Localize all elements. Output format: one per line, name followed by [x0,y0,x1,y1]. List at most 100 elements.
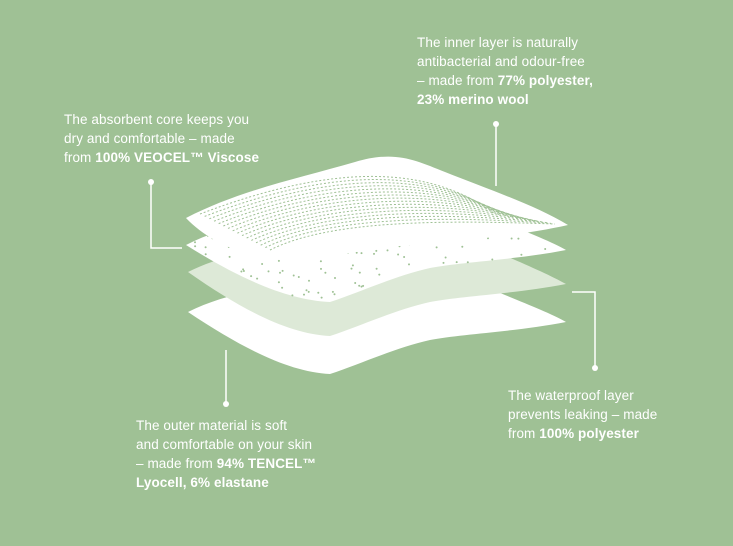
inner-callout-line-3: – made from 77% polyester, [417,71,593,90]
inner-leader-dot [493,121,499,127]
inner-layer-callout: The inner layer is naturally antibacteri… [417,33,593,109]
inner-weave-line [213,185,508,222]
outer-callout-line-1: The outer material is soft [136,418,288,433]
core-dot [510,237,513,240]
core-callout-bold: 100% VEOCEL™ Viscose [95,150,260,165]
core-dot [362,284,365,287]
waterproof-callout-bold: 100% polyester [539,426,639,441]
core-callout-line-3: from 100% VEOCEL™ Viscose [64,148,259,167]
core-dot [308,279,310,282]
core-dot [355,251,358,254]
core-dot [320,296,323,299]
core-dot [403,256,406,258]
core-dot [375,249,378,252]
core-dot [360,252,363,255]
core-dot [487,237,489,240]
core-dot [303,293,305,296]
inner-callout-line-2: antibacterial and odour-free [417,54,585,69]
core-dot [250,275,253,278]
inner-weave-line [218,188,512,225]
outer-callout-prefix: – made from [136,456,217,471]
waterproof-callout-line-1: The waterproof layer [508,388,634,403]
core-dot [351,264,354,267]
core-dot [324,271,327,274]
core-callout-line-2: dry and comfortable – made [64,131,235,146]
core-dot [228,255,231,258]
core-dot [444,256,447,259]
waterproof-callout-prefix: from [508,426,540,441]
waterproof-leader-line [572,291,596,368]
inner-callout-line-1: The inner layer is naturally [417,35,579,50]
inner-weave-line [227,194,520,229]
core-dot [491,258,494,261]
core-dot [320,267,322,270]
core-dot [194,241,196,244]
outer-callout-line-3: – made from 94% TENCEL™ [136,454,316,473]
waterproof-callout-line-3: from 100% polyester [508,424,657,443]
outer-callout-bold-2: Lyocell, 6% elastane [136,475,269,490]
inner-callout-line-4: 23% merino wool [417,90,593,109]
core-dot [397,253,400,256]
core-dot [373,252,375,255]
core-dot [297,276,300,278]
core-dot [267,270,270,273]
outer-leader-dot [223,401,229,407]
core-dot [375,267,378,270]
core-dot [281,269,284,272]
core-dot [317,291,320,294]
core-dot [277,281,280,284]
core-dot [520,253,523,256]
core-dot [194,245,197,248]
core-dot [350,267,353,270]
core-dot [256,277,259,280]
waterproof-callout-line-2: prevents leaking – made [508,407,658,422]
core-dot [333,293,336,296]
core-dot [279,271,281,274]
core-dot [517,237,520,240]
core-dot [307,290,310,293]
inner-weave-line [204,179,500,217]
inner-layer-shape [186,156,568,259]
core-dot [331,290,334,293]
core-dot [204,253,207,256]
core-callout-line-1: The absorbent core keeps you [64,112,250,127]
core-dot [292,274,295,277]
inner-weave-line [265,218,552,249]
waterproof-layer-callout: The waterproof layer prevents leaking – … [508,386,657,443]
core-dot [358,284,361,287]
inner-weave-line [269,221,556,251]
core-dot [408,263,410,266]
inner-weave-line [260,215,548,246]
core-dot [242,270,245,272]
core-dot [544,248,547,250]
outer-layer-callout: The outer material is soft and comfortab… [136,416,316,492]
inner-weave-line [251,209,540,241]
core-dot [281,286,284,289]
core-dot [305,289,308,292]
outer-callout-line-4: Lyocell, 6% elastane [136,473,316,492]
core-callout-prefix: from [64,150,96,165]
inner-weave-line [209,182,504,220]
core-dot [334,277,336,279]
inner-weave-line [223,191,516,227]
core-dot [358,271,361,274]
inner-weave-lines [199,175,556,251]
inner-weave-line [241,203,532,237]
core-dot [354,282,357,284]
inner-callout-bold-2: 23% merino wool [417,92,529,107]
core-dot [386,249,389,252]
waterproof-leader-dot [592,365,598,371]
core-leader-line [150,182,182,249]
core-layer-callout: The absorbent core keeps you dry and com… [64,110,259,167]
outer-callout-line-2: and comfortable on your skin [136,437,313,452]
core-dot [291,294,294,297]
inner-weave-line [255,212,544,244]
core-dot [242,268,245,271]
core-dot [204,246,207,249]
core-dot [466,261,469,264]
core-dot [435,246,438,249]
core-dot [442,261,445,264]
inner-callout-bold-1: 77% polyester, [497,73,593,88]
core-dot [455,261,458,264]
